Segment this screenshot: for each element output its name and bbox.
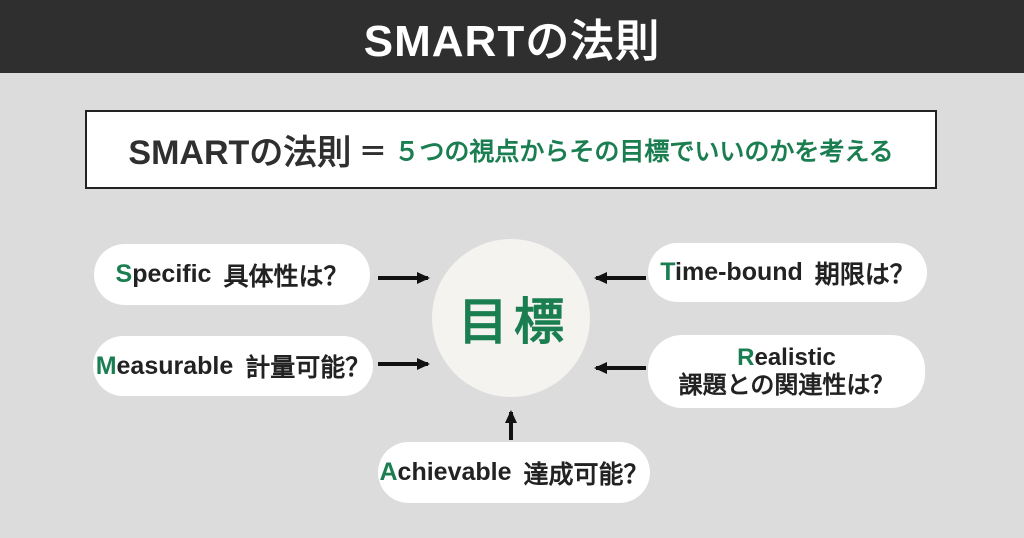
goal-label: 目標 bbox=[458, 294, 570, 350]
definition-term: SMARTの法則 bbox=[128, 134, 352, 172]
factor-time-bound-initial: T bbox=[660, 258, 676, 286]
page-title: SMARTの法則 bbox=[363, 16, 661, 66]
factor-achievable-initial: A bbox=[379, 458, 398, 486]
factor-achievable-ja: 達成可能？ bbox=[523, 460, 649, 489]
factor-specific-rest: pecific bbox=[132, 260, 212, 288]
factor-time-bound-en: Time-bound bbox=[660, 258, 803, 287]
factor-time-bound-rest: ime-bound bbox=[675, 258, 803, 286]
factor-specific-en: Specific bbox=[116, 260, 212, 289]
factor-specific: Specific 具体性は？ bbox=[94, 244, 370, 305]
header-bar: SMARTの法則 bbox=[0, 0, 1024, 73]
factor-achievable: Achievable 達成可能？ bbox=[378, 442, 650, 503]
goal-circle: 目標 bbox=[432, 239, 590, 397]
factor-realistic-en: Realistic bbox=[737, 344, 836, 372]
definition-description: ５つの視点からその目標でいいのかを考える bbox=[394, 137, 894, 166]
factor-realistic-ja: 課題との関連性は？ bbox=[678, 371, 895, 399]
factor-realistic-rest: ealistic bbox=[754, 343, 836, 371]
factor-measurable-initial: M bbox=[95, 351, 117, 380]
factor-achievable-en: Achievable bbox=[379, 458, 511, 487]
factor-measurable: Measurable 計量可能？ bbox=[93, 336, 373, 396]
definition-box: SMARTの法則 ＝ ５つの視点からその目標でいいのかを考える bbox=[85, 110, 937, 189]
factor-realistic: Realistic 課題との関連性は？ bbox=[648, 335, 925, 408]
factor-achievable-rest: chievable bbox=[397, 458, 512, 486]
factor-measurable-en: Measurable bbox=[96, 352, 234, 381]
factor-time-bound: Time-bound 期限は？ bbox=[648, 243, 927, 302]
factor-measurable-rest: easurable bbox=[116, 351, 234, 380]
factor-realistic-initial: R bbox=[737, 343, 755, 371]
factor-time-bound-ja: 期限は？ bbox=[814, 260, 915, 289]
factor-specific-ja: 具体性は？ bbox=[223, 262, 349, 291]
factor-measurable-ja: 計量可能？ bbox=[245, 354, 371, 382]
equals-sign: ＝ bbox=[359, 137, 387, 167]
factor-specific-initial: S bbox=[115, 260, 133, 288]
